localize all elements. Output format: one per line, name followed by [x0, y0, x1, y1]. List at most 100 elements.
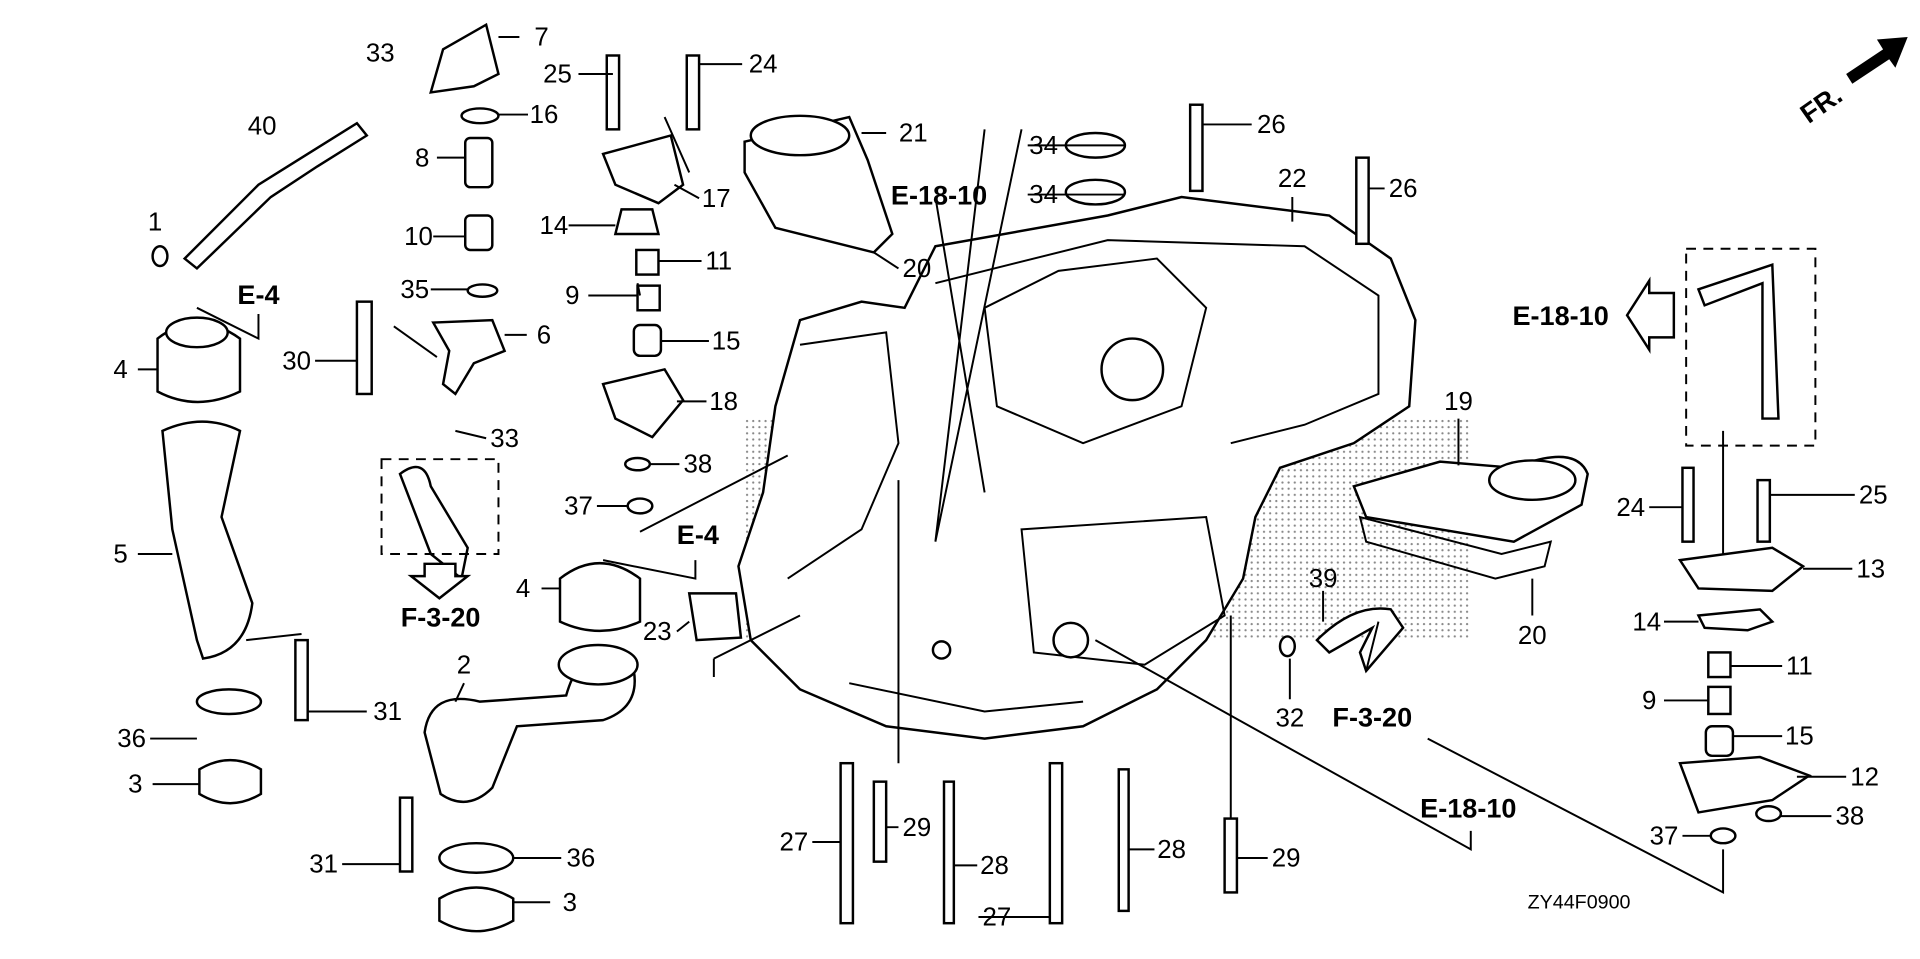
hose-39 — [1315, 607, 1405, 674]
cover-13 — [1677, 546, 1806, 593]
pipe-2-end — [557, 643, 639, 686]
callout: 39 — [1309, 565, 1338, 593]
bolt-30 — [355, 300, 373, 396]
bolt-31b — [398, 796, 414, 873]
cover-19-port — [1488, 459, 1577, 502]
bolt-24b — [1681, 466, 1695, 543]
callout: 22 — [1278, 165, 1307, 193]
callout: 17 — [702, 185, 731, 213]
plug-23 — [687, 592, 743, 642]
callout: 15 — [712, 328, 741, 356]
callout: 2 — [457, 651, 471, 679]
cover-21-top — [749, 114, 851, 157]
callout: 40 — [248, 112, 277, 140]
callout: 27 — [779, 829, 808, 857]
callout: 32 — [1275, 704, 1304, 732]
callout: 38 — [683, 451, 712, 479]
oring-35 — [466, 283, 499, 298]
callout: 11 — [1786, 653, 1813, 681]
spring-11 — [635, 248, 660, 276]
bolt-28a — [942, 780, 956, 925]
callout: 37 — [1650, 822, 1679, 850]
stud-26a — [1188, 103, 1204, 193]
gasket-14 — [613, 208, 661, 236]
callout: 14 — [1632, 608, 1661, 636]
reference-label: E-4 — [677, 519, 719, 550]
callout: 5 — [113, 541, 127, 569]
clip-32 — [1278, 635, 1296, 658]
bolt-29b — [1223, 817, 1239, 894]
reference-label: E-18-10 — [891, 179, 987, 210]
callout: 28 — [1157, 836, 1186, 864]
callout: 10 — [404, 223, 433, 251]
seal-15 — [632, 323, 663, 358]
seal-34b — [1064, 178, 1127, 206]
grommet-4-top — [164, 316, 229, 349]
callout: 6 — [537, 321, 551, 349]
clip-1 — [151, 245, 169, 268]
bolt-25 — [605, 54, 621, 131]
callout: 19 — [1444, 388, 1473, 416]
grommet-4b — [558, 561, 642, 633]
cover-17 — [601, 133, 685, 205]
gasket-14b — [1696, 608, 1775, 632]
callout: 34 — [1029, 132, 1058, 160]
valve-9b — [1707, 685, 1732, 716]
callout: 31 — [373, 698, 402, 726]
callout: 34 — [1029, 181, 1058, 209]
stud-26b — [1355, 156, 1370, 246]
callout: 15 — [1785, 723, 1814, 751]
callout: 29 — [903, 814, 932, 842]
arrow-down-icon — [407, 562, 472, 600]
callout: 16 — [530, 101, 559, 129]
arrow-left-icon — [1625, 276, 1676, 354]
crankcase-assembly — [737, 195, 1417, 740]
valve-7 — [429, 22, 500, 94]
callout: 35 — [400, 276, 429, 304]
washer-38b — [1755, 805, 1783, 823]
reference-label: E-4 — [237, 279, 279, 310]
callout: 25 — [543, 61, 572, 89]
section-references: E-18-10 E-4 E-18-10 E-4 F-3-20 F-3-20 E-… — [237, 179, 1608, 823]
tube-5 — [161, 420, 254, 660]
ring-36 — [195, 688, 263, 716]
washer-37 — [626, 497, 654, 515]
fitting-6 — [431, 318, 507, 396]
reference-label: E-18-10 — [1512, 300, 1608, 331]
callout: 26 — [1257, 111, 1286, 139]
callout: 38 — [1835, 803, 1864, 831]
callout: 8 — [415, 144, 429, 172]
washer-16 — [460, 107, 500, 125]
dashed-box-right — [1685, 247, 1817, 447]
hose-e1810 — [1696, 263, 1780, 420]
callout: 27 — [983, 904, 1012, 932]
callout: 13 — [1856, 555, 1885, 583]
callout: 36 — [567, 845, 596, 873]
valve-9 — [636, 284, 661, 312]
spring-11b — [1707, 651, 1732, 679]
callout: 25 — [1859, 482, 1888, 510]
reference-label: F-3-20 — [1332, 701, 1412, 732]
callout: 37 — [564, 493, 593, 521]
callout: 29 — [1272, 845, 1301, 873]
callout: 30 — [282, 347, 311, 375]
reference-label: F-3-20 — [401, 602, 481, 633]
cover-18 — [601, 367, 685, 439]
callout: 33 — [490, 425, 519, 453]
front-arrow-icon — [1846, 37, 1908, 84]
callout: 11 — [705, 248, 732, 276]
callout: 28 — [980, 852, 1009, 880]
callout: 3 — [128, 771, 142, 799]
gasket-20 — [1358, 515, 1553, 580]
bolt-29a — [872, 780, 888, 863]
callout: 4 — [516, 575, 530, 603]
callout: 9 — [1642, 687, 1656, 715]
seal-3b — [438, 886, 515, 933]
callout: 24 — [749, 51, 778, 79]
callout: 20 — [1518, 622, 1547, 650]
callout: 1 — [148, 208, 162, 236]
callout: 24 — [1616, 494, 1645, 522]
reference-label: E-18-10 — [1420, 792, 1516, 823]
callout: 9 — [565, 282, 579, 310]
